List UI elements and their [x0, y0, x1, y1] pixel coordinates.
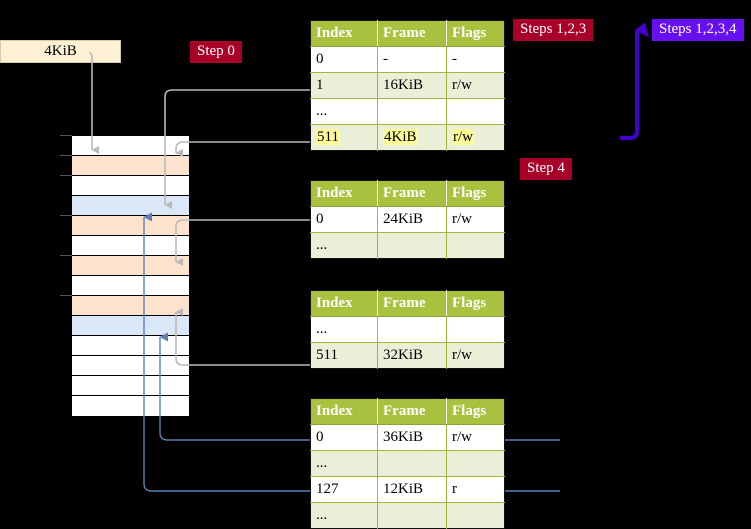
badge-step-0: Step 0	[190, 41, 242, 63]
memory-tick	[60, 295, 72, 296]
cell-index: 1	[310, 72, 378, 99]
column-header-index: Index	[310, 290, 378, 317]
table-row[interactable]: 0 36KiB r/w	[310, 424, 505, 451]
badge-steps-123: Steps 1,2,3	[513, 19, 594, 41]
cell-flags	[446, 98, 505, 125]
cell-frame	[377, 450, 447, 477]
memory-frame-row	[72, 176, 189, 196]
memory-frame-row	[72, 156, 189, 176]
cell-index: 511	[310, 342, 378, 369]
cell-index: ...	[310, 502, 378, 529]
memory-tick	[60, 255, 72, 256]
table-pml4: Index Frame Flags 0 - - 1 16KiB r/w ... …	[310, 20, 505, 151]
memory-frame-row	[72, 276, 189, 296]
column-header-index: Index	[310, 180, 378, 207]
table-row[interactable]: 1 16KiB r/w	[310, 72, 505, 99]
memory-frame-row	[72, 136, 189, 156]
size-label-text: 4KiB	[44, 43, 77, 59]
column-header-flags: Flags	[446, 398, 505, 425]
memory-frame-row	[72, 396, 189, 416]
column-header-flags: Flags	[446, 20, 505, 47]
memory-tick	[60, 155, 72, 156]
cell-frame: 4KiB	[377, 124, 447, 151]
column-header-frame: Frame	[377, 180, 447, 207]
table-header-row: Index Frame Flags	[310, 180, 505, 207]
cell-flags: r	[446, 476, 505, 503]
cell-index: 127	[310, 476, 378, 503]
table-row[interactable]: 0 - -	[310, 46, 505, 73]
cell-frame: 12KiB	[377, 476, 447, 503]
cell-flags	[446, 502, 505, 529]
cell-flags: r/w	[446, 124, 505, 151]
connector-steps-1234-bracket	[620, 22, 649, 140]
connector-pd-frame	[176, 312, 310, 366]
memory-frame-row	[72, 316, 189, 336]
memory-frame-row	[72, 336, 189, 356]
cell-index: 0	[310, 46, 378, 73]
cell-flags: r/w	[446, 342, 505, 369]
column-header-frame: Frame	[377, 290, 447, 317]
cell-frame: -	[377, 46, 447, 73]
memory-frame-row	[72, 236, 189, 256]
table-row[interactable]: 511 32KiB r/w	[310, 342, 505, 369]
table-row[interactable]: 511 4KiB r/w	[310, 124, 505, 151]
cell-frame	[377, 502, 447, 529]
connector-mem-to-pml4	[176, 141, 310, 153]
table-pd: Index Frame Flags ... 511 32KiB r/w	[310, 290, 505, 369]
cell-index: ...	[310, 232, 378, 259]
memory-frame-row	[72, 256, 189, 276]
cell-frame: 32KiB	[377, 342, 447, 369]
memory-frame-row	[72, 196, 189, 216]
table-row[interactable]: ...	[310, 316, 505, 343]
column-header-index: Index	[310, 398, 378, 425]
table-pdpt: Index Frame Flags 0 24KiB r/w ...	[310, 180, 505, 259]
cell-index: ...	[310, 450, 378, 477]
cell-flags: r/w	[446, 206, 505, 233]
cell-frame	[377, 232, 447, 259]
table-row[interactable]: 0 24KiB r/w	[310, 206, 505, 233]
memory-tick	[60, 175, 72, 176]
cell-frame: 24KiB	[377, 206, 447, 233]
cell-index: 0	[310, 424, 378, 451]
cell-flags	[446, 316, 505, 343]
table-header-row: Index Frame Flags	[310, 290, 505, 317]
cell-index: 511	[310, 124, 378, 151]
memory-frame-row	[72, 216, 189, 236]
table-row[interactable]: ...	[310, 232, 505, 259]
column-header-flags: Flags	[446, 180, 505, 207]
cell-flags: r/w	[446, 424, 505, 451]
memory-frame-row	[72, 296, 189, 316]
memory-tick	[60, 135, 72, 136]
cell-frame	[377, 316, 447, 343]
cell-index: ...	[310, 316, 378, 343]
table-header-row: Index Frame Flags	[310, 20, 505, 47]
cell-index: ...	[310, 98, 378, 125]
connector-pdpt-frame	[176, 219, 310, 262]
cell-flags	[446, 450, 505, 477]
table-row[interactable]: 127 12KiB r	[310, 476, 505, 503]
cell-index: 0	[310, 206, 378, 233]
column-header-frame: Frame	[377, 398, 447, 425]
cell-flags: -	[446, 46, 505, 73]
table-pt: Index Frame Flags 0 36KiB r/w ... 127 12…	[310, 398, 505, 529]
cell-frame: 36KiB	[377, 424, 447, 451]
badge-step-4: Step 4	[520, 158, 572, 180]
cell-flags	[446, 232, 505, 259]
column-header-flags: Flags	[446, 290, 505, 317]
cell-flags: r/w	[446, 72, 505, 99]
table-header-row: Index Frame Flags	[310, 398, 505, 425]
table-row[interactable]: ...	[310, 450, 505, 477]
table-row[interactable]: ...	[310, 502, 505, 529]
cell-frame: 16KiB	[377, 72, 447, 99]
cell-frame	[377, 98, 447, 125]
badge-steps-1234: Steps 1,2,3,4	[652, 19, 744, 41]
memory-frame-row	[72, 376, 189, 396]
memory-tick	[60, 215, 72, 216]
size-label-box: 4KiB	[0, 40, 121, 63]
table-row[interactable]: ...	[310, 98, 505, 125]
physical-memory-grid	[71, 135, 190, 416]
column-header-index: Index	[310, 20, 378, 47]
column-header-frame: Frame	[377, 20, 447, 47]
memory-frame-row	[72, 356, 189, 376]
